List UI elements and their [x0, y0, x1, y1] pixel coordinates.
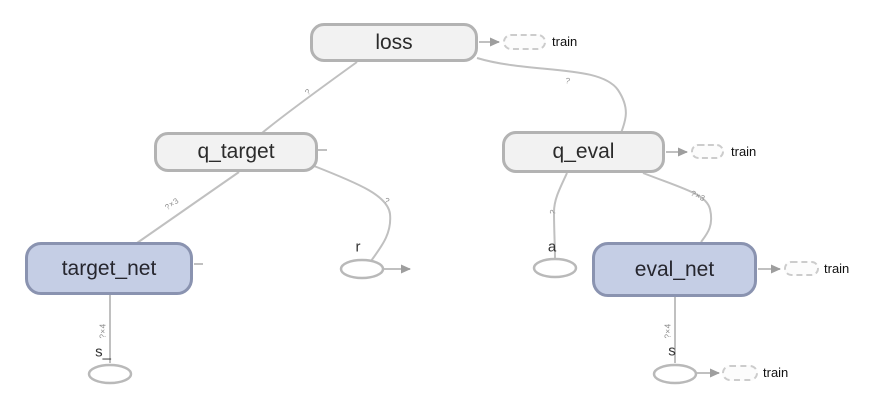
- train-pill-q_eval[interactable]: [691, 144, 724, 159]
- placeholder-label-r: r: [355, 238, 361, 256]
- edge-q_target-to-loss: [261, 61, 358, 134]
- node-q_eval[interactable]: q_eval: [502, 131, 665, 173]
- train-label-s: train: [763, 365, 789, 380]
- edge-label-s-eval_net: ?×4: [663, 323, 673, 339]
- train-label-q_eval: train: [731, 144, 757, 159]
- edge-r-to-q_target: [313, 165, 392, 262]
- placeholder-node-a[interactable]: [532, 257, 578, 279]
- edge-eval_net-to-q_eval: [642, 172, 713, 243]
- train-label-eval_net: train: [824, 261, 850, 276]
- node-target_net-label: target_net: [61, 256, 157, 280]
- node-eval_net[interactable]: eval_net: [592, 242, 757, 297]
- node-q_target-label: q_target: [197, 140, 275, 163]
- train-pill-loss[interactable]: [503, 34, 546, 50]
- node-loss[interactable]: loss: [310, 23, 478, 62]
- node-q_eval-label: q_eval: [552, 140, 615, 163]
- train-pill-s[interactable]: [722, 365, 758, 381]
- node-eval_net-label: eval_net: [634, 257, 715, 281]
- node-q_target[interactable]: q_target: [154, 132, 318, 172]
- placeholder-node-r[interactable]: [339, 258, 385, 280]
- edge-label-s_-target_net: ?×4: [98, 323, 108, 339]
- node-target_net[interactable]: target_net: [25, 242, 193, 295]
- placeholder-node-s[interactable]: [652, 363, 698, 385]
- edge-q_eval-to-loss: [476, 57, 627, 134]
- node-loss-label: loss: [375, 30, 413, 54]
- placeholder-label-s: s: [668, 342, 676, 360]
- placeholder-label-s_: s_: [95, 343, 111, 361]
- edge-target_net-to-q_target: [136, 171, 240, 244]
- edge-a-to-q_eval: [552, 172, 568, 260]
- train-label-loss: train: [552, 34, 578, 49]
- placeholder-node-s_[interactable]: [87, 363, 133, 385]
- train-pill-eval_net[interactable]: [784, 261, 819, 276]
- placeholder-label-a: a: [547, 238, 557, 256]
